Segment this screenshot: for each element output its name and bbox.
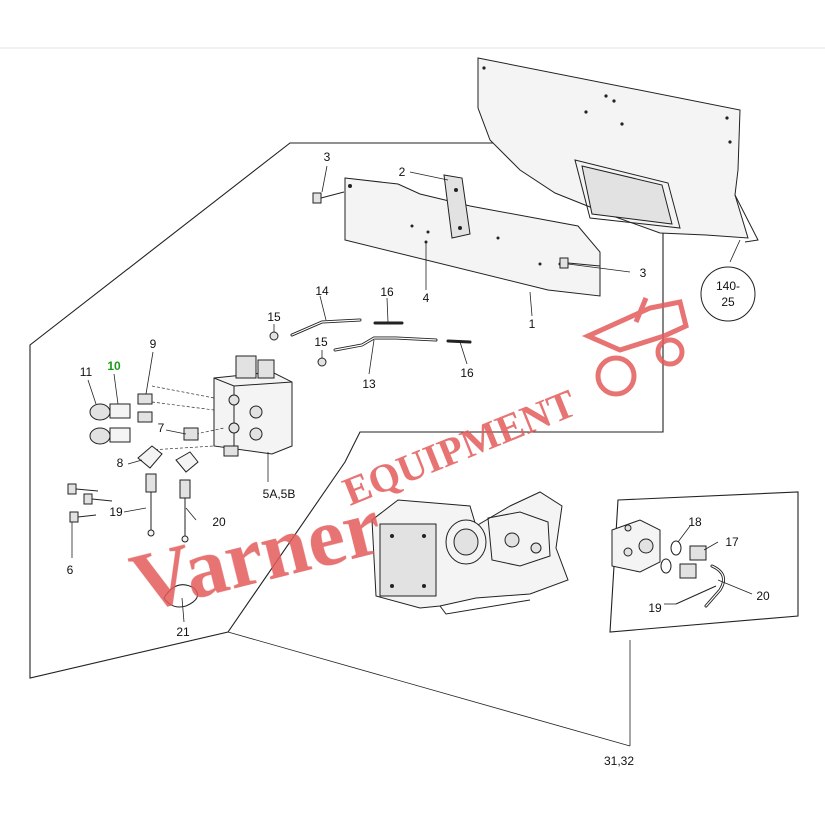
callout-3a[interactable]: 3 [324, 150, 331, 164]
callout-31-32[interactable]: 31,32 [604, 754, 634, 768]
leader-lines [71, 165, 753, 623]
reference-bubble-line1: 140- [716, 279, 740, 293]
transmission-housing [371, 491, 569, 615]
callout-20b[interactable]: 20 [756, 589, 770, 603]
fitting-part-15b [317, 357, 327, 367]
callout-11[interactable]: 11 [80, 365, 93, 379]
callout-13[interactable]: 13 [362, 377, 376, 391]
adapter-part-9 [137, 393, 153, 423]
callout-16a[interactable]: 16 [380, 285, 394, 299]
callout-10[interactable]: 10 [107, 359, 121, 373]
callout-3b[interactable]: 3 [640, 266, 647, 280]
dashed-connectors [149, 385, 225, 451]
callout-labels: 3 2 3 4 1 14 16 15 15 13 16 9 10 11 7 8 … [67, 150, 770, 768]
callout-19a[interactable]: 19 [109, 505, 123, 519]
callout-14[interactable]: 14 [315, 284, 329, 298]
tractor-icon [581, 297, 689, 397]
inset-valve [611, 519, 661, 573]
leader-31-32 [227, 631, 631, 747]
fitting-part-11 [89, 403, 111, 445]
hose-part-19a [145, 473, 157, 537]
inset-seal-part-18 [660, 540, 682, 574]
fitting-part-10 [109, 403, 131, 443]
callout-16b[interactable]: 16 [460, 366, 474, 380]
callout-18[interactable]: 18 [688, 515, 702, 529]
bolt-part-6 [67, 483, 113, 523]
bolt-part-3a [312, 191, 345, 204]
callout-15b[interactable]: 15 [314, 335, 328, 349]
callout-21[interactable]: 21 [176, 625, 190, 639]
hose-part-13 [333, 336, 438, 352]
main-outline-frame [29, 142, 664, 679]
callout-8[interactable]: 8 [117, 456, 124, 470]
callout-19b[interactable]: 19 [648, 601, 662, 615]
tie-part-21 [163, 584, 199, 608]
callout-9[interactable]: 9 [150, 337, 157, 351]
callout-17[interactable]: 17 [725, 535, 739, 549]
inset-hose-part-19 [675, 585, 717, 605]
fitting-part-15a [269, 331, 279, 341]
reference-bubble[interactable]: 140- 25 [700, 239, 756, 322]
callout-5[interactable]: 5A,5B [263, 487, 296, 501]
cab-panel [477, 57, 759, 243]
bracket-part-2 [443, 174, 471, 239]
inset-fitting-part-17 [679, 545, 707, 579]
elbow-part-8 [137, 445, 199, 473]
watermark-block: EQUIPMENT [337, 380, 583, 514]
hose-part-14 [290, 318, 362, 337]
control-valve [213, 355, 293, 457]
hose-part-20a [179, 479, 191, 543]
reference-bubble-line2: 25 [721, 295, 735, 309]
hose-part-16b [446, 339, 472, 344]
callout-2[interactable]: 2 [399, 165, 406, 179]
callout-20a[interactable]: 20 [212, 515, 226, 529]
inset-hose-part-20 [704, 564, 726, 608]
callout-6[interactable]: 6 [67, 563, 74, 577]
callout-4[interactable]: 4 [423, 291, 430, 305]
bolt-part-3b [559, 257, 601, 269]
adapter-part-7 [183, 427, 199, 441]
callout-1[interactable]: 1 [529, 317, 536, 331]
mounting-plate [344, 177, 601, 297]
callout-15a[interactable]: 15 [267, 310, 281, 324]
callout-7[interactable]: 7 [158, 421, 165, 435]
inset-frame [609, 491, 799, 633]
